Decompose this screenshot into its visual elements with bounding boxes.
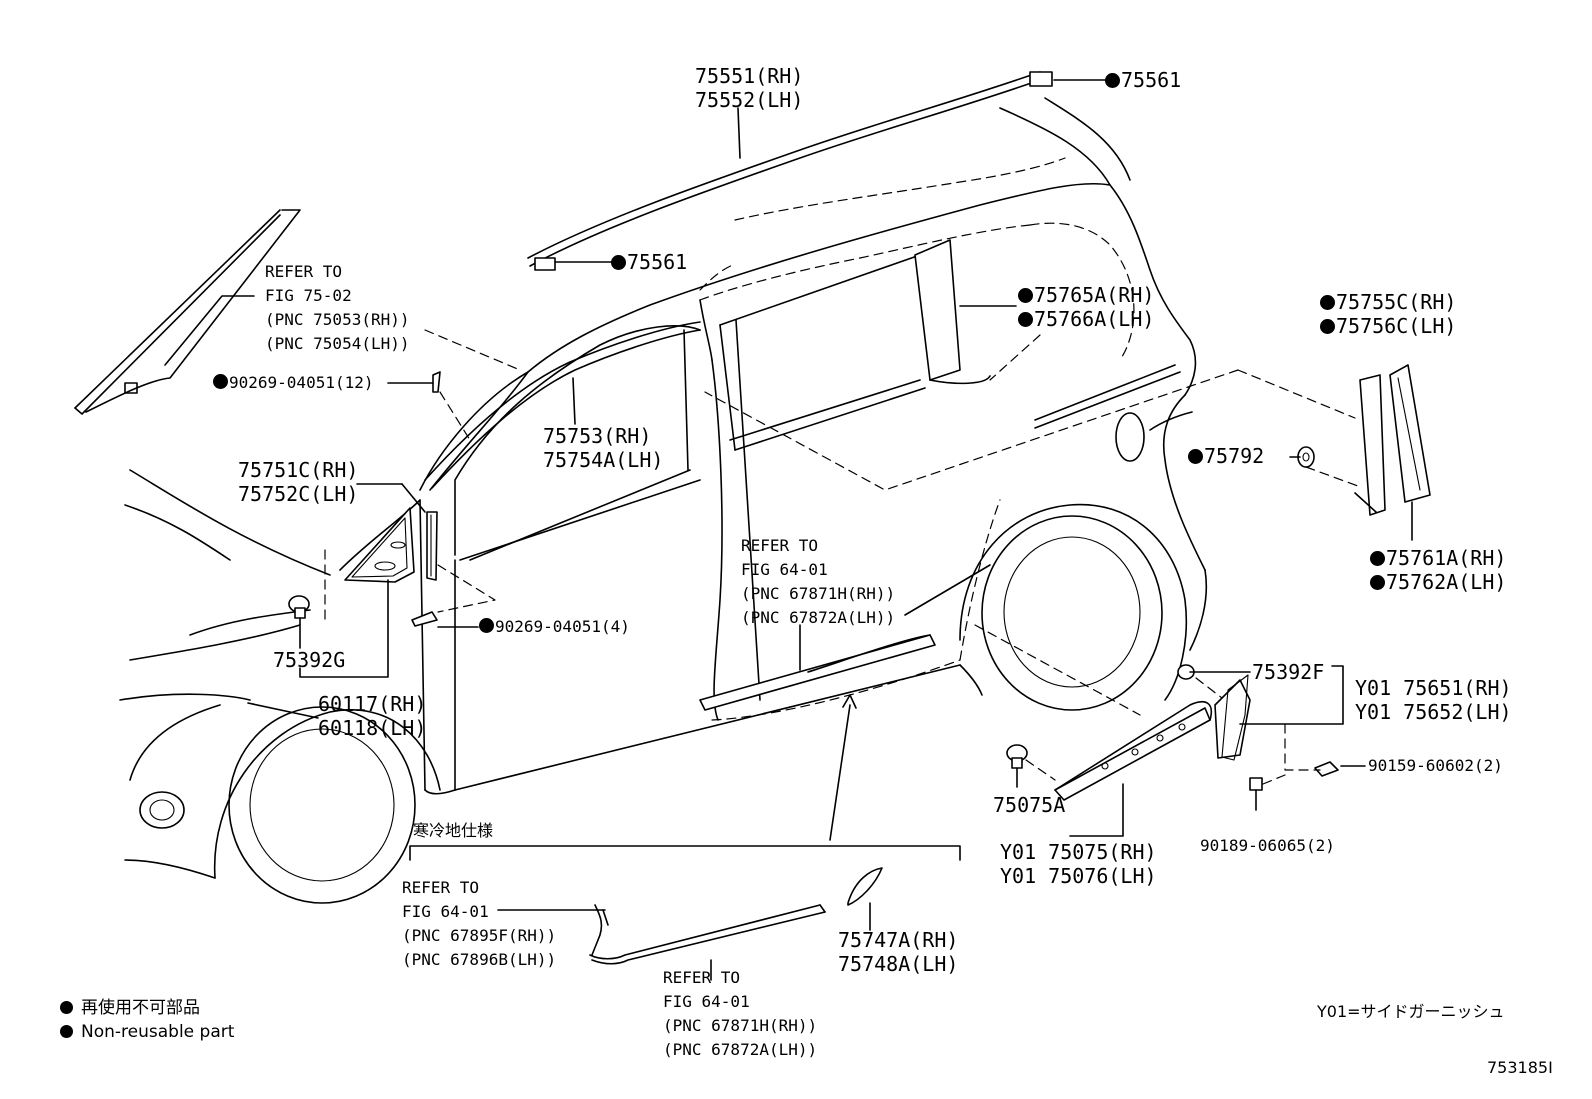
callout-line: 75392F [1252, 660, 1325, 684]
callout-tape-75755[interactable]: 75755C(RH) 75756C(LH) [1320, 290, 1456, 338]
callout-line: FIG 64-01 [402, 902, 489, 921]
callout-text: 75755C(RH) [1336, 290, 1457, 314]
callout-clip-75561-rear[interactable]: 75561 [1105, 68, 1181, 92]
non-reusable-dot-icon [1370, 551, 1385, 566]
callout-cover-60117[interactable]: 60117(RH) 60118(LH) [318, 692, 426, 740]
callout-line: REFER TO [663, 968, 741, 987]
callout-line: 75792 [1204, 444, 1265, 468]
callout-line: FIG 75-02 [265, 286, 352, 305]
callout-line: Y01 75076(LH) [1000, 864, 1157, 888]
callout-line: 75561 [627, 250, 688, 274]
callout-line: REFER TO [265, 262, 343, 281]
callout-line: 75766A(LH) [1018, 307, 1154, 331]
callout-rivet-90269-4[interactable]: 90269-04051(4) [479, 615, 630, 639]
non-reusable-dot-icon [60, 1001, 73, 1014]
legend-text: 再使用不可部品 [81, 998, 200, 1018]
callout-window-molding[interactable]: 75753(RH) 75754A(LH) [543, 424, 663, 472]
callout-clip-75392g[interactable]: 75392G [273, 648, 345, 672]
callout-line: (PNC 67895F(RH)) [402, 926, 557, 945]
callout-line: FIG 64-01 [663, 992, 750, 1011]
callout-clip-75392f[interactable]: 75392F [1252, 660, 1324, 684]
callout-text: 75756C(LH) [1336, 314, 1457, 338]
callout-line: REFER TO [402, 878, 480, 897]
callout-text: 75761A(RH) [1386, 546, 1507, 570]
callout-refer-fig-64-01-door[interactable]: REFER TO FIG 64-01 (PNC 67871H(RH)) (PNC… [741, 534, 895, 630]
callout-line: 90269-04051(12) [229, 373, 374, 392]
callout-tape-75761[interactable]: 75761A(RH) 75762A(LH) [1370, 546, 1506, 594]
callout-line: 75561 [1121, 68, 1182, 92]
callout-line: 75748A(LH) [838, 952, 959, 976]
garnish-note: Y01=サイドガーニッシュ [1317, 1002, 1505, 1021]
callout-refer-fig-75-02[interactable]: REFER TO FIG 75-02 (PNC 75053(RH)) (PNC … [265, 260, 410, 356]
callout-garnish-75075[interactable]: Y01 75075(RH) Y01 75076(LH) [1000, 840, 1157, 888]
callout-flap-75747[interactable]: 75747A(RH) 75748A(LH) [838, 928, 958, 976]
callout-line: (PNC 67871H(RH)) [741, 584, 896, 603]
callout-line: (PNC 75053(RH)) [265, 310, 410, 329]
callout-line: 60117(RH) [318, 692, 427, 716]
callout-text: 75766A(LH) [1034, 307, 1155, 331]
callout-rivet-90269-12[interactable]: 90269-04051(12) [213, 371, 374, 395]
callout-garnish-75651[interactable]: Y01 75651(RH) Y01 75652(LH) [1355, 676, 1512, 724]
callout-line: 60118(LH) [318, 716, 427, 740]
callout-screw-90159[interactable]: 90159-60602(2) [1368, 754, 1503, 778]
callout-line: 75751C(RH) [238, 458, 359, 482]
legend: 再使用不可部品 Non-reusable part [60, 996, 234, 1044]
callout-line: (PNC 67896B(LH)) [402, 950, 557, 969]
callout-line: 75075A [993, 793, 1066, 817]
callout-text: 75765A(RH) [1034, 283, 1155, 307]
non-reusable-dot-icon [1105, 73, 1120, 88]
non-reusable-dot-icon [1018, 288, 1033, 303]
non-reusable-dot-icon [1370, 575, 1385, 590]
callout-refer-fig-64-01-sub1[interactable]: REFER TO FIG 64-01 (PNC 67895F(RH)) (PNC… [402, 876, 556, 972]
callout-text: 75762A(LH) [1386, 570, 1507, 594]
callout-line: 75392G [273, 648, 346, 672]
non-reusable-dot-icon [1320, 319, 1335, 334]
callout-line: Y01 75652(LH) [1355, 700, 1512, 724]
callout-clip-75561-front[interactable]: 75561 [611, 250, 687, 274]
callout-line: 75754A(LH) [543, 448, 664, 472]
cold-region-label: 寒冷地仕様 [413, 821, 494, 840]
callout-line: (PNC 75054(LH)) [265, 334, 410, 353]
non-reusable-dot-icon [213, 374, 228, 389]
callout-line: 90269-04051(4) [495, 617, 630, 636]
callout-line: 75762A(LH) [1370, 570, 1506, 594]
callout-line: 75552(LH) [695, 88, 804, 112]
callout-line: 75756C(LH) [1320, 314, 1456, 338]
callout-line: 75761A(RH) [1370, 546, 1506, 570]
legend-text: Non-reusable part [81, 1022, 235, 1042]
callout-line: 75765A(RH) [1018, 283, 1154, 307]
callout-line: FIG 64-01 [741, 560, 828, 579]
callout-clip-75075a[interactable]: 75075A [993, 793, 1065, 817]
callout-line: Y01 75075(RH) [1000, 840, 1157, 864]
callout-line: Y01 75651(RH) [1355, 676, 1512, 700]
callout-line: (PNC 67872A(LH)) [741, 608, 896, 627]
callout-line: 75747A(RH) [838, 928, 959, 952]
callout-line: 75551(RH) [695, 64, 804, 88]
legend-item: 再使用不可部品 [60, 996, 234, 1020]
non-reusable-dot-icon [60, 1025, 73, 1038]
figure-code: 753185I [1487, 1058, 1553, 1077]
callout-line: 75753(RH) [543, 424, 652, 448]
callout-line: (PNC 67871H(RH)) [663, 1016, 818, 1035]
callout-refer-fig-64-01-sub2[interactable]: REFER TO FIG 64-01 (PNC 67871H(RH)) (PNC… [663, 966, 817, 1062]
non-reusable-dot-icon [611, 255, 626, 270]
callout-line: 75755C(RH) [1320, 290, 1456, 314]
callout-line: 90159-60602(2) [1368, 756, 1503, 775]
non-reusable-dot-icon [1018, 312, 1033, 327]
legend-item: Non-reusable part [60, 1020, 234, 1044]
non-reusable-dot-icon [1188, 449, 1203, 464]
callout-line: 90189-06065(2) [1200, 836, 1335, 855]
callout-roof-molding[interactable]: 75551(RH) 75552(LH) [695, 64, 803, 112]
callout-screw-90189[interactable]: 90189-06065(2) [1200, 834, 1335, 858]
callout-tape-75765[interactable]: 75765A(RH) 75766A(LH) [1018, 283, 1154, 331]
callout-line: (PNC 67872A(LH)) [663, 1040, 818, 1059]
callout-line: 75752C(LH) [238, 482, 359, 506]
non-reusable-dot-icon [479, 618, 494, 633]
callout-tape-75751[interactable]: 75751C(RH) 75752C(LH) [238, 458, 358, 506]
callout-clip-75792[interactable]: 75792 [1188, 444, 1264, 468]
callout-line: REFER TO [741, 536, 819, 555]
non-reusable-dot-icon [1320, 295, 1335, 310]
